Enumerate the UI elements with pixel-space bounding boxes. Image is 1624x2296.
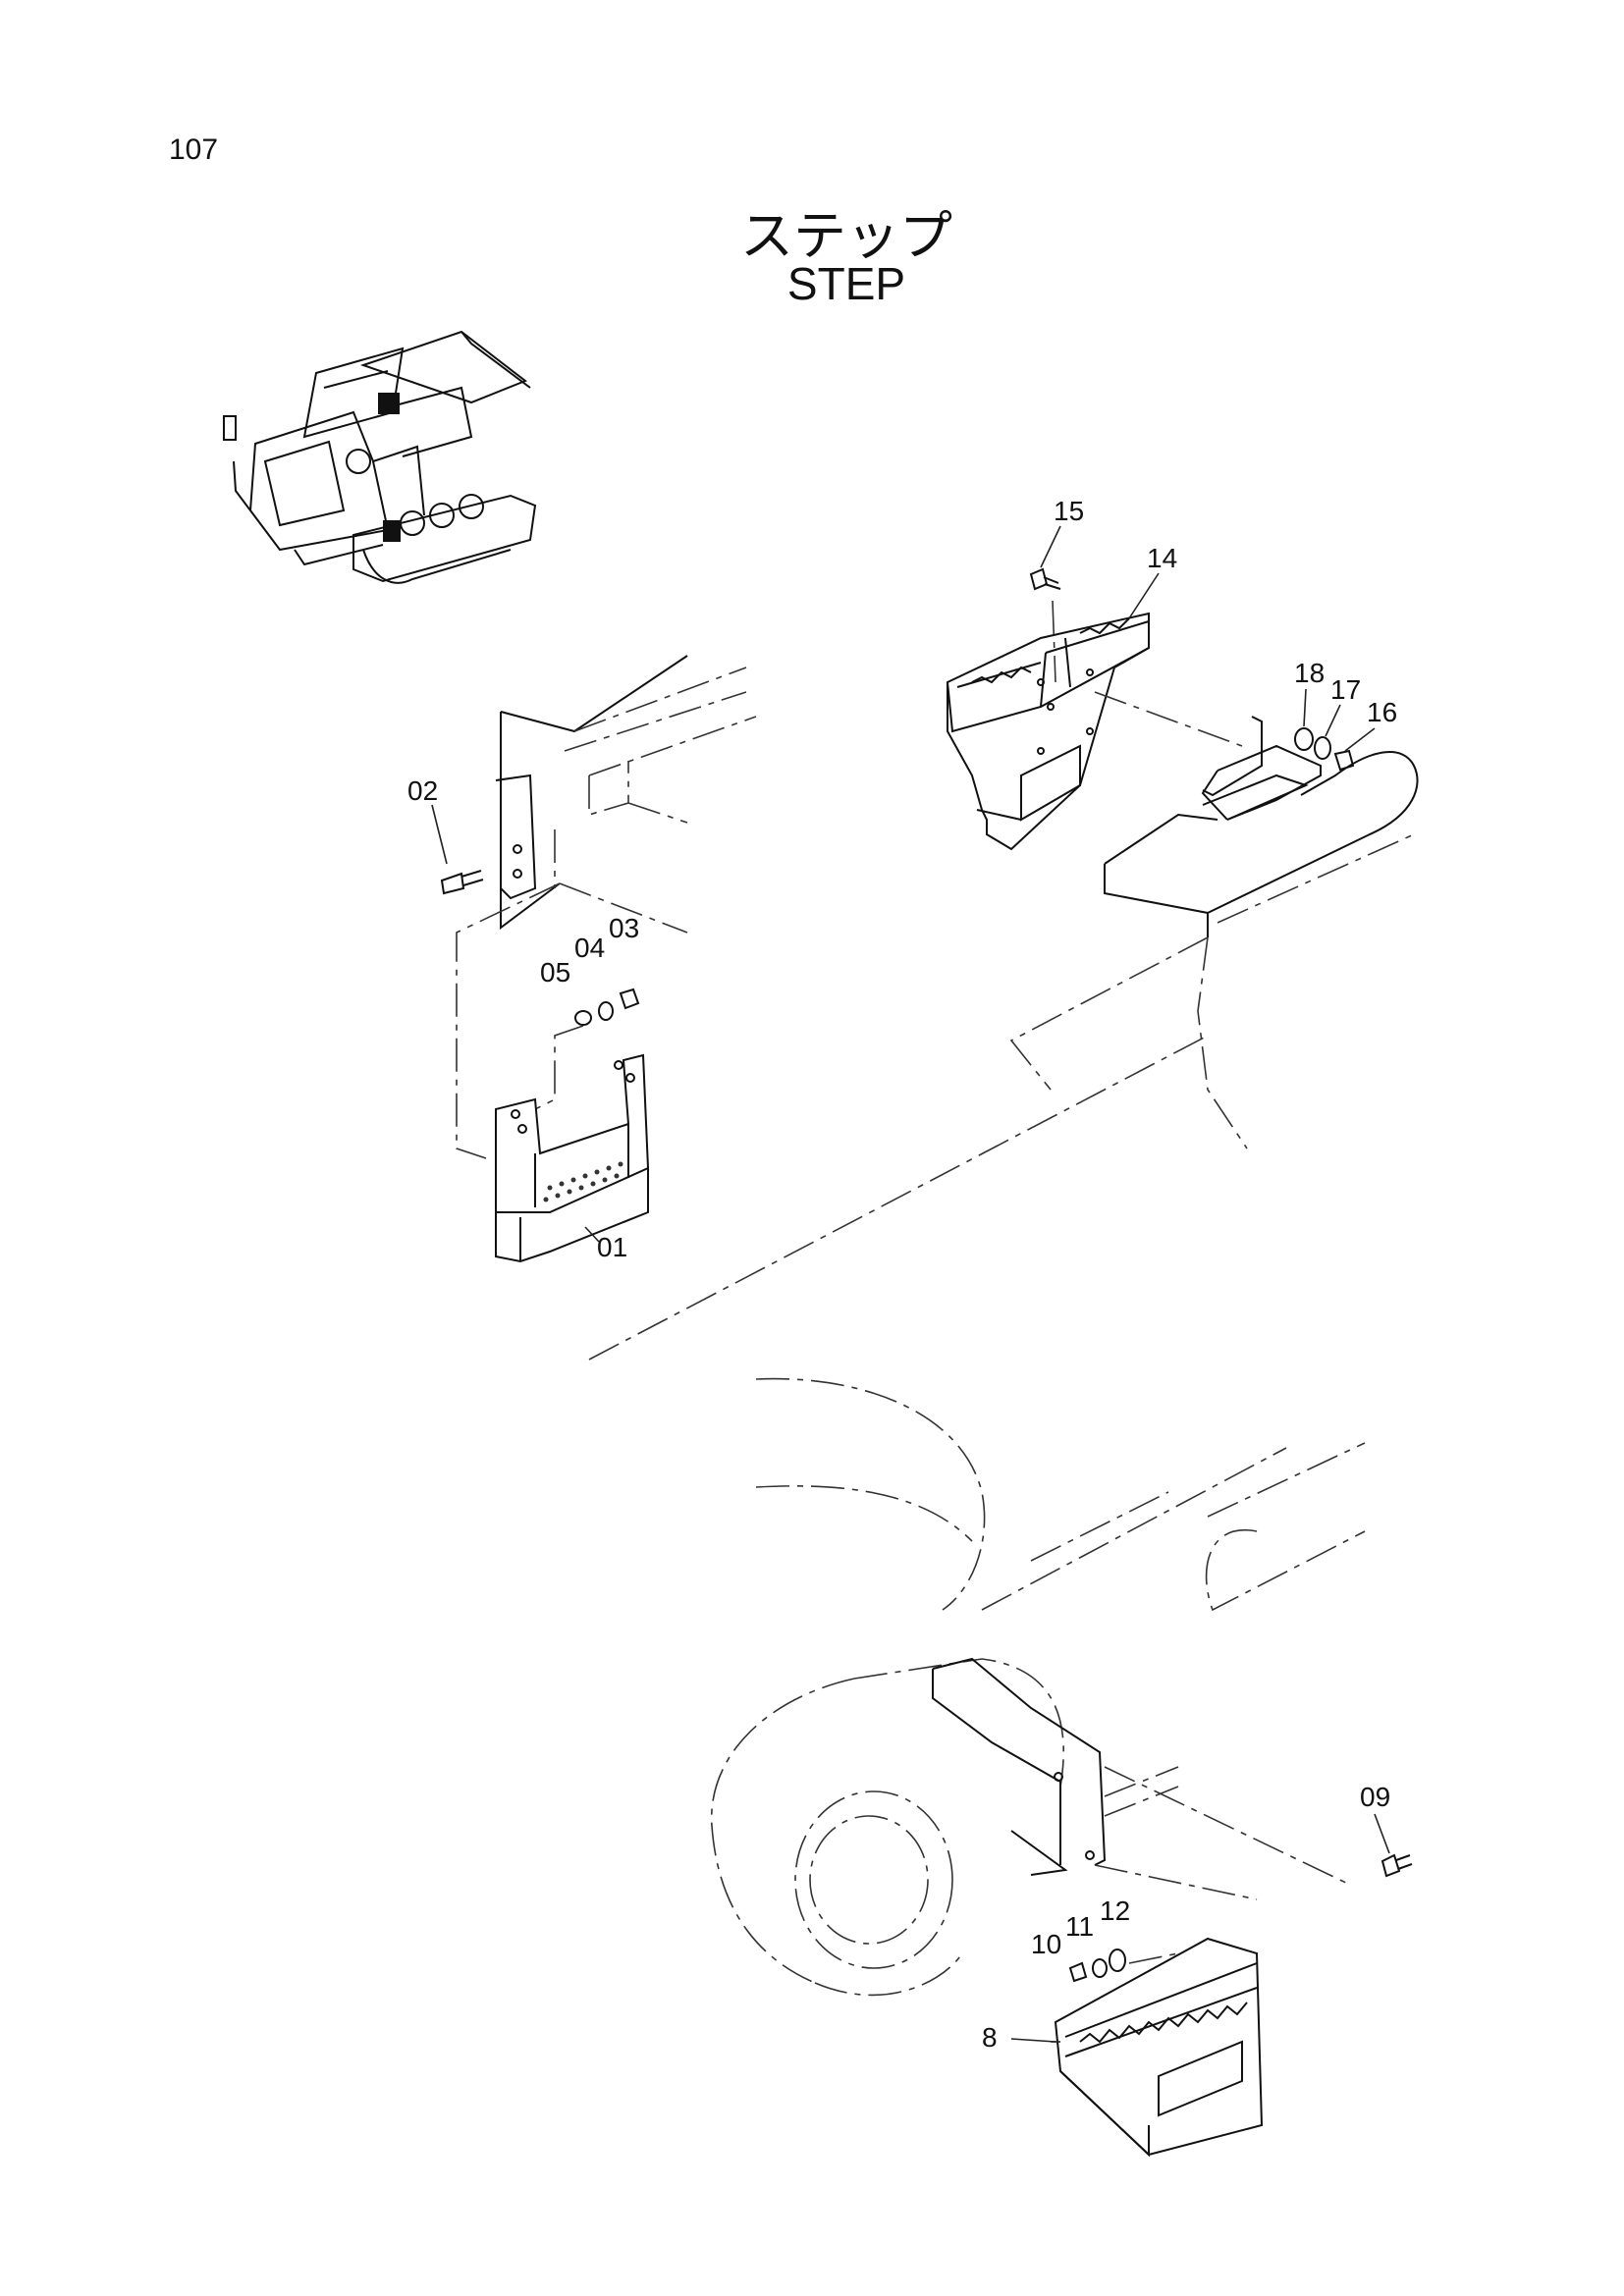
title-english: STEP (786, 258, 906, 309)
callout-11: 11 (1065, 1911, 1094, 1942)
leader-lines (584, 1226, 1060, 2043)
callout-10: 10 (1031, 1929, 1061, 1959)
tracked-carrier-thumbnail (223, 330, 537, 584)
callout-02: 02 (407, 775, 438, 806)
upper-right-step-assembly (588, 567, 1419, 1361)
callout-01: 01 (597, 1232, 627, 1262)
callout-04: 04 (574, 933, 605, 963)
callout-14: 14 (1147, 543, 1177, 573)
left-step-assembly (440, 655, 757, 1263)
callout-16: 16 (1367, 697, 1397, 727)
callout-05: 05 (540, 957, 570, 988)
callout-8: 8 (982, 2022, 998, 2053)
page-number: 107 (169, 133, 219, 166)
callout-03: 03 (609, 913, 639, 943)
lower-step-assembly (711, 1377, 1413, 2158)
callout-15: 15 (1054, 496, 1084, 526)
callout-18: 18 (1294, 658, 1325, 688)
title-japanese: ステップ (740, 205, 952, 267)
callout-17: 17 (1330, 674, 1361, 705)
callout-09: 09 (1360, 1782, 1390, 1812)
callout-12: 12 (1100, 1896, 1130, 1926)
